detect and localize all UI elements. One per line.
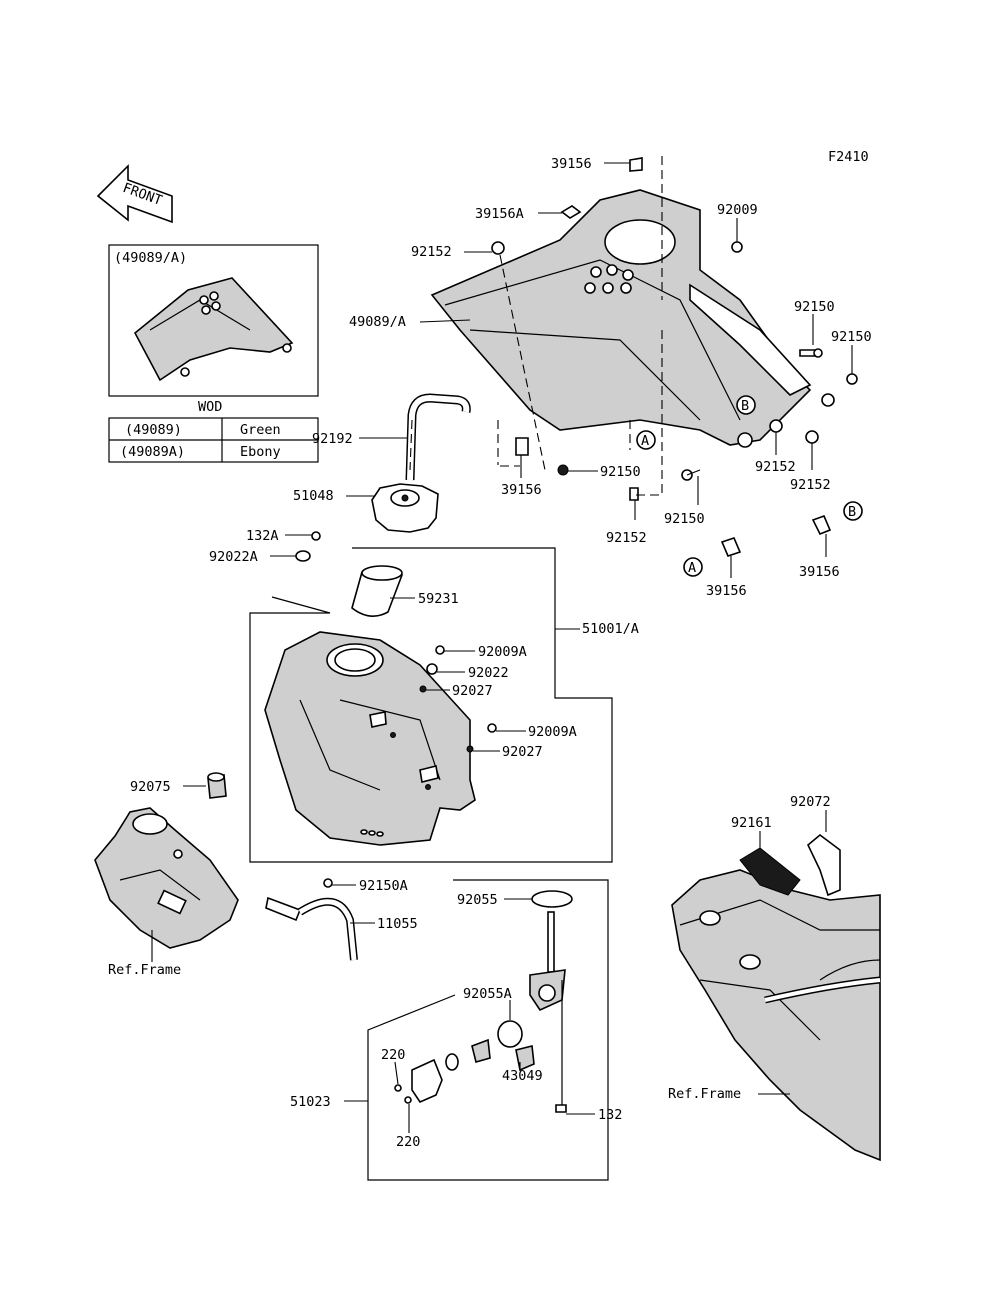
wod-label: WOD (198, 399, 222, 415)
label-49089a: 49089/A (349, 314, 406, 330)
label-92027-2: 92027 (502, 744, 543, 760)
label-92150-a: 92150 (794, 299, 835, 315)
fastener-39156-a (720, 537, 742, 557)
label-92022a: 92022A (209, 549, 258, 565)
table-color-1: Green (240, 422, 281, 438)
fuel-tank (264, 631, 476, 846)
label-92072: 92072 (790, 794, 831, 810)
fastener-39156-b (811, 514, 832, 536)
table-color-2: Ebony (240, 444, 281, 460)
label-92009: 92009 (717, 202, 758, 218)
label-92022: 92022 (468, 665, 509, 681)
fuel-strainer (351, 565, 403, 617)
nut-92009 (731, 241, 743, 253)
label-51048: 51048 (293, 488, 334, 504)
frame-left (94, 807, 239, 949)
bracket-92072 (807, 833, 841, 897)
label-59231: 59231 (418, 591, 459, 607)
shroud-vent-holes (584, 264, 634, 294)
label-92150a: 92150A (359, 878, 408, 894)
label-92075: 92075 (130, 779, 171, 795)
fuel-cock (394, 890, 573, 1113)
damper-92075 (207, 772, 227, 799)
label-ref-frame-left: Ref.Frame (108, 962, 181, 978)
label-92152-r1: 92152 (755, 459, 796, 475)
label-92150-d: 92150 (664, 511, 705, 527)
tank-assembly-box (249, 547, 613, 863)
radiator-shroud (430, 189, 835, 448)
label-92055: 92055 (457, 892, 498, 908)
label-92161: 92161 (731, 815, 772, 831)
fastener-39156-top (629, 157, 643, 172)
inset-vent-holes (180, 291, 292, 377)
label-92055a: 92055A (463, 986, 512, 1002)
washer-92022 (426, 663, 438, 675)
label-92150-b: 92150 (831, 329, 872, 345)
nut-92152-top (491, 241, 505, 255)
label-39156-b: 39156 (799, 564, 840, 580)
bolt-92009a-2 (487, 723, 497, 733)
svg-text:B: B (741, 398, 749, 414)
leader-lines (151, 162, 853, 1133)
label-39156-a: 39156 (706, 583, 747, 599)
frame-right (671, 869, 881, 1162)
bolt-132a (311, 531, 321, 541)
fastener-39156-mid (515, 437, 529, 456)
label-39156-top: 39156 (551, 156, 592, 172)
breather-hose (405, 393, 471, 481)
dashed-lines (409, 156, 663, 496)
collar-92027-2 (466, 745, 474, 753)
label-92009a-1: 92009A (478, 644, 527, 660)
collar-92027-1 (419, 685, 427, 693)
ref-b-circle-1: B (736, 395, 756, 415)
label-51001a: 51001/A (582, 621, 639, 637)
color-table: WOD (49089) Green (49089A) Ebony (108, 399, 319, 463)
fuel-cap (371, 483, 439, 533)
bolt-92150-d (681, 469, 701, 481)
inset-title: (49089/A) (114, 250, 187, 266)
inset-shroud-box: (49089/A) (108, 244, 319, 397)
ref-a-circle-1: A (636, 430, 656, 450)
label-51023: 51023 (290, 1094, 331, 1110)
part-labels: 39156 39156A 92009 92152 49089/A 92150 9… (108, 156, 872, 1150)
label-220-bottom: 220 (396, 1134, 420, 1150)
figure-code: F2410 (828, 149, 869, 165)
label-132: 132 (598, 1107, 622, 1123)
ref-a-circle-2: A (683, 557, 703, 577)
label-92152-top: 92152 (411, 244, 452, 260)
table-part-2: (49089A) (120, 444, 185, 460)
bolt-92150-c (557, 464, 569, 476)
svg-text:A: A (641, 433, 649, 449)
grommet-92152-r1 (769, 419, 783, 433)
fastener-39156a (560, 205, 582, 219)
label-92152-low: 92152 (606, 530, 647, 546)
fuel-hose (265, 878, 358, 961)
ref-b-circle-2: B (843, 501, 863, 521)
label-ref-frame-right: Ref.Frame (668, 1086, 741, 1102)
table-part-1: (49089) (125, 422, 182, 438)
grommet-92152-r2 (805, 430, 819, 444)
svg-text:A: A (688, 560, 696, 576)
washer-92022a (295, 550, 311, 562)
label-43049: 43049 (502, 1068, 543, 1084)
bolt-92009a-1 (435, 645, 445, 655)
label-39156-mid: 39156 (501, 482, 542, 498)
label-132a: 132A (246, 528, 279, 544)
collar-92152-low (629, 487, 639, 501)
label-92192: 92192 (312, 431, 353, 447)
label-92009a-2: 92009A (528, 724, 577, 740)
svg-text:B: B (848, 504, 856, 520)
label-92027-1: 92027 (452, 683, 493, 699)
label-220-top: 220 (381, 1047, 405, 1063)
bracket-92161 (739, 847, 801, 896)
front-arrow-icon: FRONT (96, 164, 173, 224)
bolt-92150-b (846, 373, 858, 385)
bolt-92150-a (799, 348, 823, 358)
label-39156a: 39156A (475, 206, 524, 222)
label-11055: 11055 (377, 916, 418, 932)
label-92152-r2: 92152 (790, 477, 831, 493)
label-92150-c: 92150 (600, 464, 641, 480)
fuel-cock-box (367, 879, 609, 1181)
